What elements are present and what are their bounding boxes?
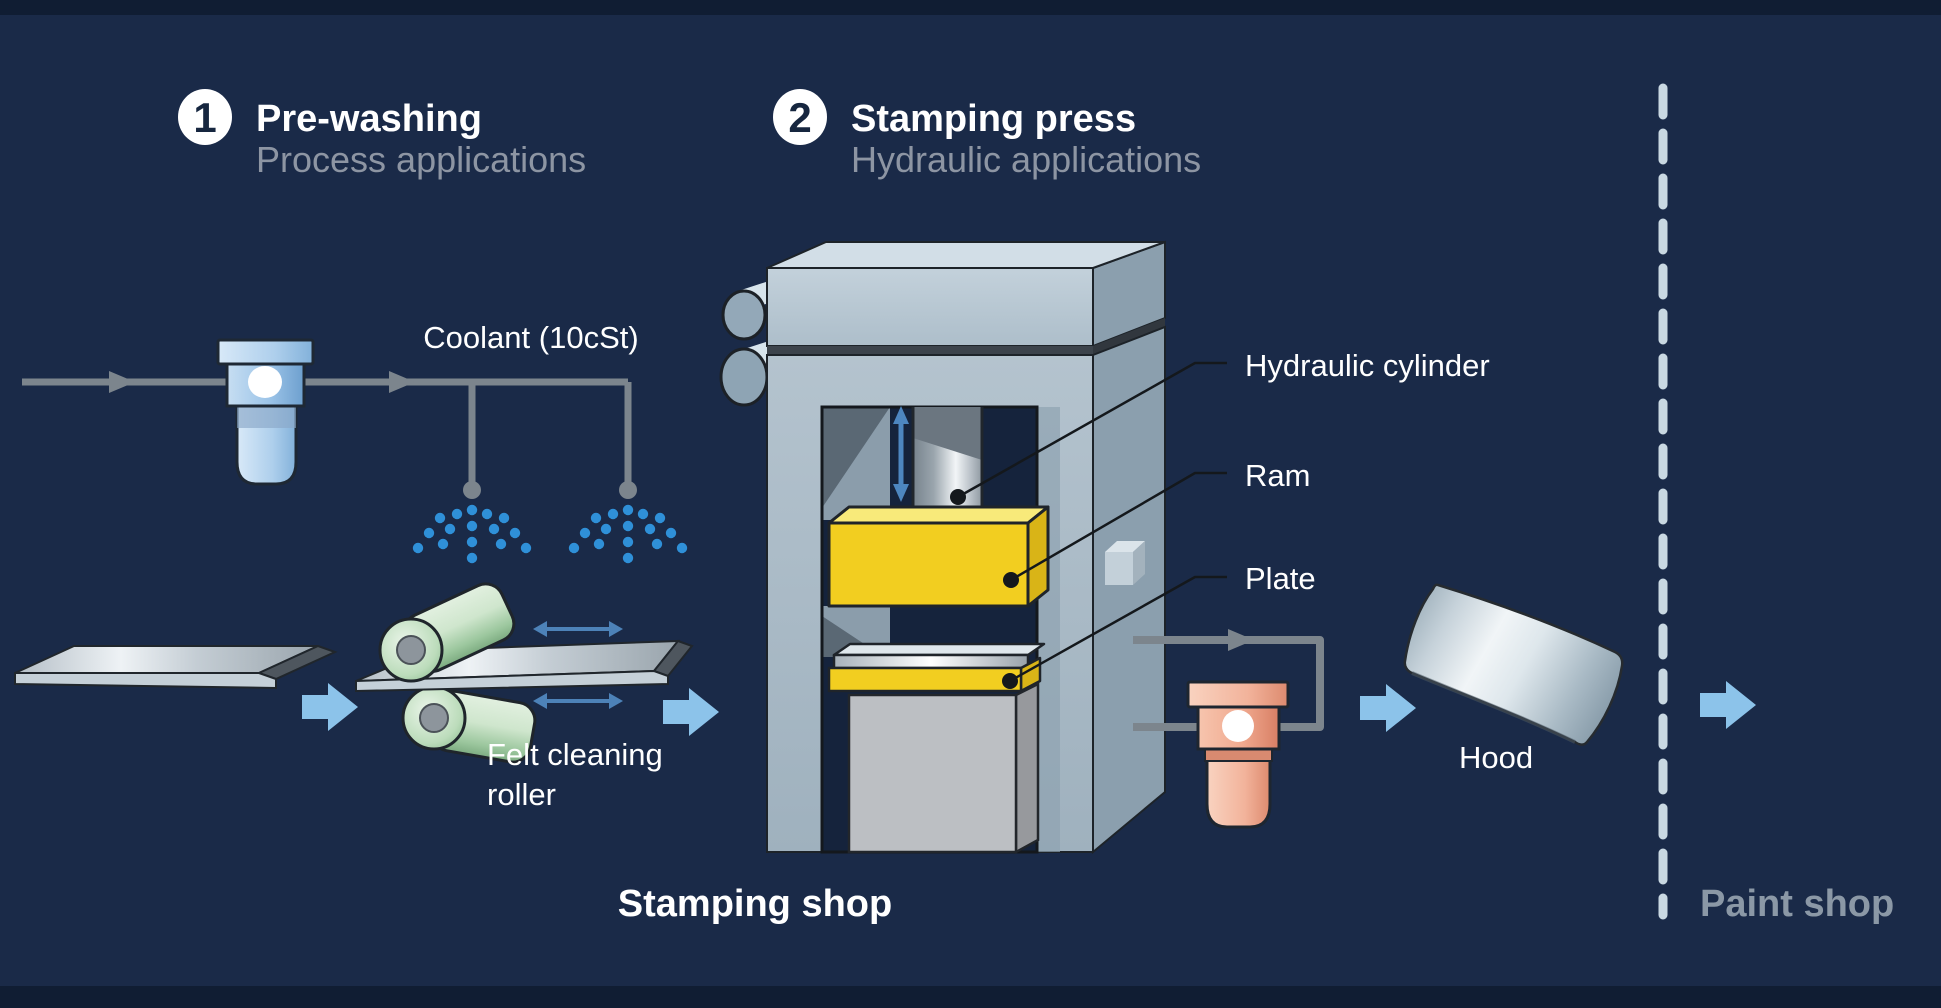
roller-core	[396, 635, 426, 665]
spray-nozzle	[463, 481, 481, 499]
press-base	[847, 681, 1040, 855]
step-header-prewashing: 1 Pre-washing Process applications	[178, 89, 586, 180]
press-plate	[827, 642, 1046, 693]
felt-roller-label-line1: Felt cleaning	[487, 737, 663, 772]
base-side	[1014, 681, 1040, 855]
top-border-band	[0, 0, 1941, 15]
bottom-border-band	[0, 986, 1941, 1008]
hood-panel	[1403, 583, 1624, 746]
stamped-hood	[1403, 583, 1624, 746]
ram-label: Ram	[1245, 458, 1310, 493]
step-subtitle: Hydraulic applications	[851, 139, 1201, 180]
hydraulic-filter	[1186, 680, 1290, 829]
filter-cup	[1205, 756, 1272, 829]
leader-dot	[950, 489, 966, 505]
step-title: Stamping press	[851, 98, 1136, 140]
blank-top	[832, 642, 1046, 657]
side-cylinder	[719, 347, 769, 407]
press-ram	[827, 505, 1050, 608]
step-number: 2	[788, 94, 811, 141]
base-front	[847, 693, 1018, 854]
plate-label: Plate	[1245, 561, 1316, 596]
leader-plate	[1009, 575, 1227, 683]
filter-flange	[216, 338, 315, 366]
side-cube	[1105, 541, 1145, 585]
frame-side	[1092, 325, 1166, 855]
coolant-filter	[216, 338, 315, 486]
ram-top	[827, 505, 1050, 525]
leader-dot	[1002, 673, 1018, 689]
ram-front	[827, 521, 1030, 608]
hydraulic-cylinder	[911, 407, 984, 520]
stamping-press	[719, 240, 1166, 855]
step-title: Pre-washing	[256, 98, 482, 140]
hood-label: Hood	[1459, 740, 1533, 775]
side-cylinder	[721, 289, 767, 341]
callouts	[957, 361, 1227, 683]
step-header-stamping-press: 2 Stamping press Hydraulic applications	[773, 89, 1201, 180]
leader-hydraulic-cylinder	[957, 361, 1227, 499]
leader-ram	[1010, 471, 1227, 582]
cylinder-shade	[913, 407, 982, 460]
paint-shop-label: Paint shop	[1700, 883, 1894, 925]
crown-top	[766, 241, 1166, 269]
spray-nozzle	[619, 481, 637, 499]
step-number-badge	[773, 89, 827, 145]
ram-side	[1026, 505, 1050, 608]
stroke-arrow-icon	[893, 406, 909, 502]
leader-dot	[1003, 572, 1019, 588]
plate-front	[827, 666, 1023, 693]
crown-gap	[767, 346, 1093, 355]
filter-cup-shadow	[237, 404, 296, 428]
hydraulic-cylinder-label: Hydraulic cylinder	[1245, 348, 1490, 383]
felt-roller-label-line2: roller	[487, 777, 556, 812]
crown-front	[766, 267, 1094, 347]
stamping-shop-label: Stamping shop	[618, 883, 892, 925]
column-shade	[1037, 407, 1060, 852]
window-shadow-upper	[822, 407, 890, 508]
sheet-front	[355, 669, 669, 693]
step-number: 1	[193, 94, 216, 141]
sheet-front	[14, 672, 277, 690]
blank-front	[832, 653, 1030, 670]
roller-core	[419, 703, 449, 733]
filter-window	[1222, 710, 1254, 742]
coolant-label: Coolant (10cSt)	[423, 320, 638, 355]
felt-roller-top	[378, 582, 516, 683]
step-number-badge	[178, 89, 232, 145]
hood-fold	[1411, 671, 1576, 744]
filter-flange	[1186, 680, 1290, 709]
sheet-blank	[14, 644, 338, 690]
step-subtitle: Process applications	[256, 139, 586, 180]
felt-roller-bottom	[401, 685, 537, 764]
crown-gap-side	[1093, 318, 1165, 355]
filter-window	[248, 366, 282, 398]
